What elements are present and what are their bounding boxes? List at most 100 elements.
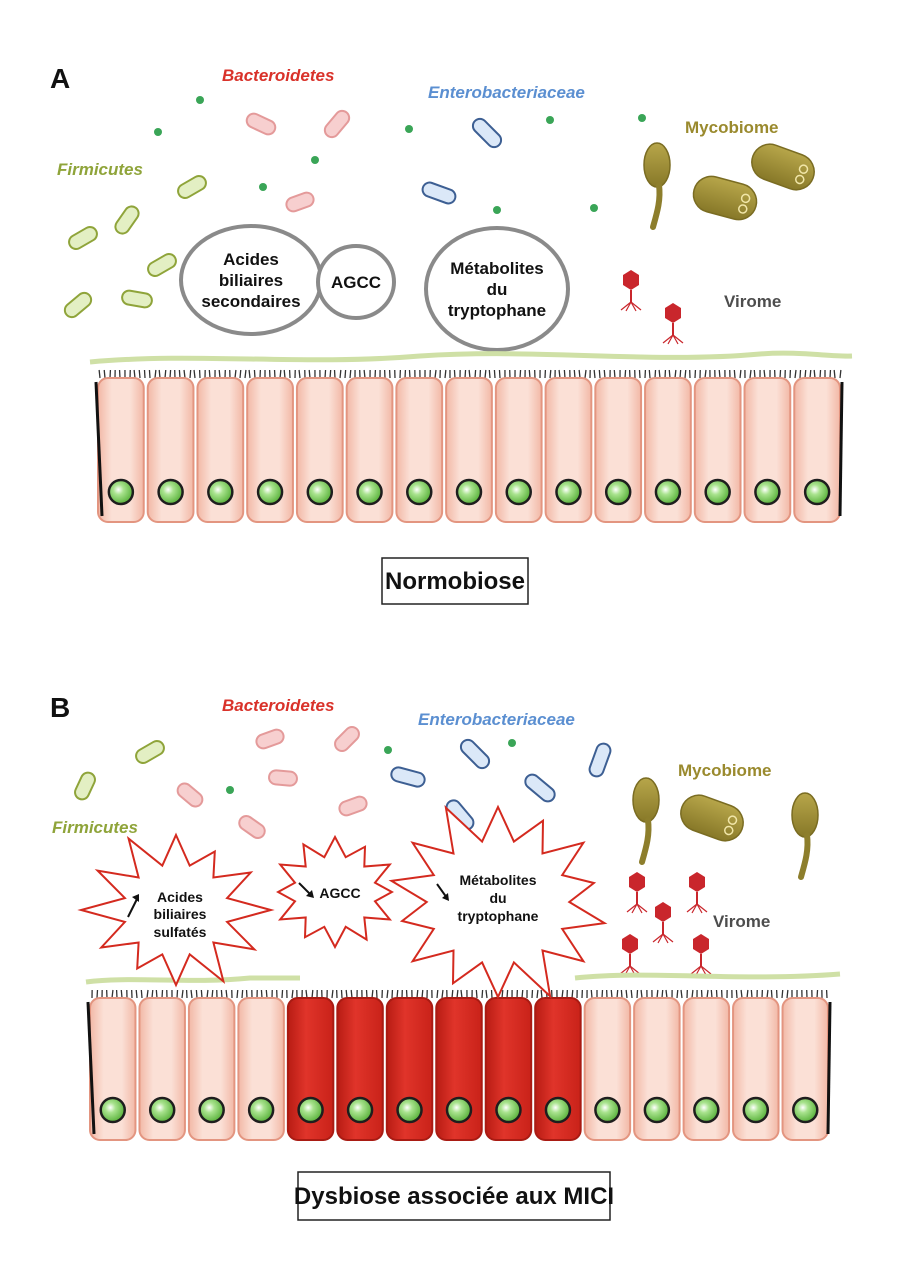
metabolite-line: Métabolites <box>450 259 544 278</box>
nucleus <box>744 1098 768 1122</box>
inflamed-epithelial-cell <box>535 998 580 1140</box>
nucleus <box>706 480 730 504</box>
enterobacteriaceae-bacterium <box>390 766 426 788</box>
epithelial-cell <box>733 998 778 1140</box>
nucleus <box>507 480 531 504</box>
mycobiome-label: Mycobiome <box>685 118 779 137</box>
hyphal-fungus <box>633 778 659 862</box>
bacteriophage-icon <box>621 270 641 311</box>
metabolite-line: sulfatés <box>154 924 207 940</box>
bacteroidetes-bacterium <box>284 191 315 214</box>
bacteroidetes-bacterium <box>237 813 268 841</box>
enterobacteriaceae-bacterium <box>522 772 557 805</box>
nucleus <box>258 480 282 504</box>
firmicutes-label: Firmicutes <box>57 160 143 179</box>
epithelial-cell <box>148 378 194 522</box>
bacteroidetes-bacterium <box>337 795 368 818</box>
metabolite-label: AGCC <box>319 885 360 901</box>
metabolite-line: biliaires <box>154 906 207 922</box>
firmicutes-bacterium <box>67 224 100 251</box>
mucus-layer <box>86 978 300 982</box>
tryptophan-metabolites-circle: Métabolites du tryptophane <box>426 228 568 350</box>
nucleus <box>398 1098 422 1122</box>
nucleus <box>496 1098 520 1122</box>
nucleus <box>595 1098 619 1122</box>
firmicutes-bacterium <box>121 290 153 309</box>
panel-b: B Bacteroidetes Enterobacteriaceae Mycob… <box>50 692 840 1220</box>
mucus-layer <box>575 974 840 978</box>
enterobacteriaceae-bacterium <box>588 742 613 779</box>
hyphal-fungus <box>644 143 670 227</box>
yeast-cell <box>676 790 748 846</box>
caption: Normobiose <box>385 568 525 595</box>
epithelial-cell <box>98 378 144 522</box>
epithelial-cell <box>347 378 393 522</box>
bacteroidetes-bacterium <box>244 111 277 136</box>
epithelial-cell <box>297 378 343 522</box>
brush-border <box>99 370 841 378</box>
nucleus <box>694 1098 718 1122</box>
panel-a: A Bacteroidetes Enterobacteriaceae Mycob… <box>50 63 852 604</box>
caption: Dysbiose associée aux MICI <box>294 1183 614 1210</box>
bacteriophage-icon <box>653 902 673 943</box>
epithelial-cell <box>396 378 442 522</box>
metabolite-line: Métabolites <box>459 872 536 888</box>
metabolite-dot <box>508 739 516 747</box>
inflamed-epithelial-cell <box>436 998 481 1140</box>
virome-label: Virome <box>724 292 781 311</box>
enterobacteriaceae-label: Enterobacteriaceae <box>418 710 575 729</box>
epithelial-cell <box>247 378 293 522</box>
inflamed-epithelial-cell <box>387 998 432 1140</box>
nucleus <box>793 1098 817 1122</box>
nucleus <box>457 480 481 504</box>
mucus-layer <box>90 353 852 362</box>
epithelium <box>96 370 842 522</box>
bacteroidetes-bacterium <box>254 728 285 751</box>
firmicutes-bacterium <box>176 173 209 200</box>
metabolite-dot <box>226 786 234 794</box>
epithelial-cell <box>90 998 135 1140</box>
secondary-bile-acids-circle: Acides biliaires secondaires <box>181 226 321 334</box>
bacteriophage-icon <box>620 934 640 975</box>
inflamed-epithelial-cell <box>486 998 531 1140</box>
epithelial-cell <box>546 378 592 522</box>
nucleus <box>159 480 183 504</box>
nucleus <box>348 1098 372 1122</box>
metabolite-dot <box>311 156 319 164</box>
nucleus <box>407 480 431 504</box>
epithelial-cell <box>139 998 184 1140</box>
enterobacteriaceae-label: Enterobacteriaceae <box>428 83 585 102</box>
firmicutes-bacterium <box>146 251 179 278</box>
metabolite-dot <box>196 96 204 104</box>
virome-label: Virome <box>713 912 770 931</box>
yeast-cell <box>689 172 760 223</box>
bacteriophage-icon <box>627 872 647 913</box>
firmicutes-bacterium <box>73 770 98 801</box>
epithelial-cell <box>496 378 542 522</box>
nucleus <box>249 1098 273 1122</box>
bacteroidetes-bacterium <box>322 108 352 140</box>
nucleus <box>200 1098 224 1122</box>
metabolite-dot <box>259 183 267 191</box>
nucleus <box>208 480 232 504</box>
nucleus <box>805 480 829 504</box>
enterobacteriaceae-bacterium <box>458 737 492 771</box>
metabolite-line: tryptophane <box>458 908 539 924</box>
epithelial-cell <box>189 998 234 1140</box>
enterobacteriaceae-bacterium <box>470 116 504 150</box>
epithelial-cell <box>197 378 243 522</box>
nucleus <box>101 1098 125 1122</box>
sulfated-bile-acids-burst: Acides biliaires sulfatés <box>81 835 271 985</box>
tissue-edge <box>828 1002 830 1134</box>
agcc-circle: AGCC <box>318 246 394 318</box>
nucleus <box>546 1098 570 1122</box>
nucleus <box>656 480 680 504</box>
epithelium <box>88 990 830 1140</box>
metabolite-line: du <box>489 890 506 906</box>
epithelial-cell <box>634 998 679 1140</box>
tryptophan-metabolites-burst: Métabolites du tryptophane <box>392 807 605 997</box>
epithelial-cell <box>745 378 791 522</box>
metabolite-line: Acides <box>157 889 203 905</box>
epithelial-cell <box>794 378 840 522</box>
